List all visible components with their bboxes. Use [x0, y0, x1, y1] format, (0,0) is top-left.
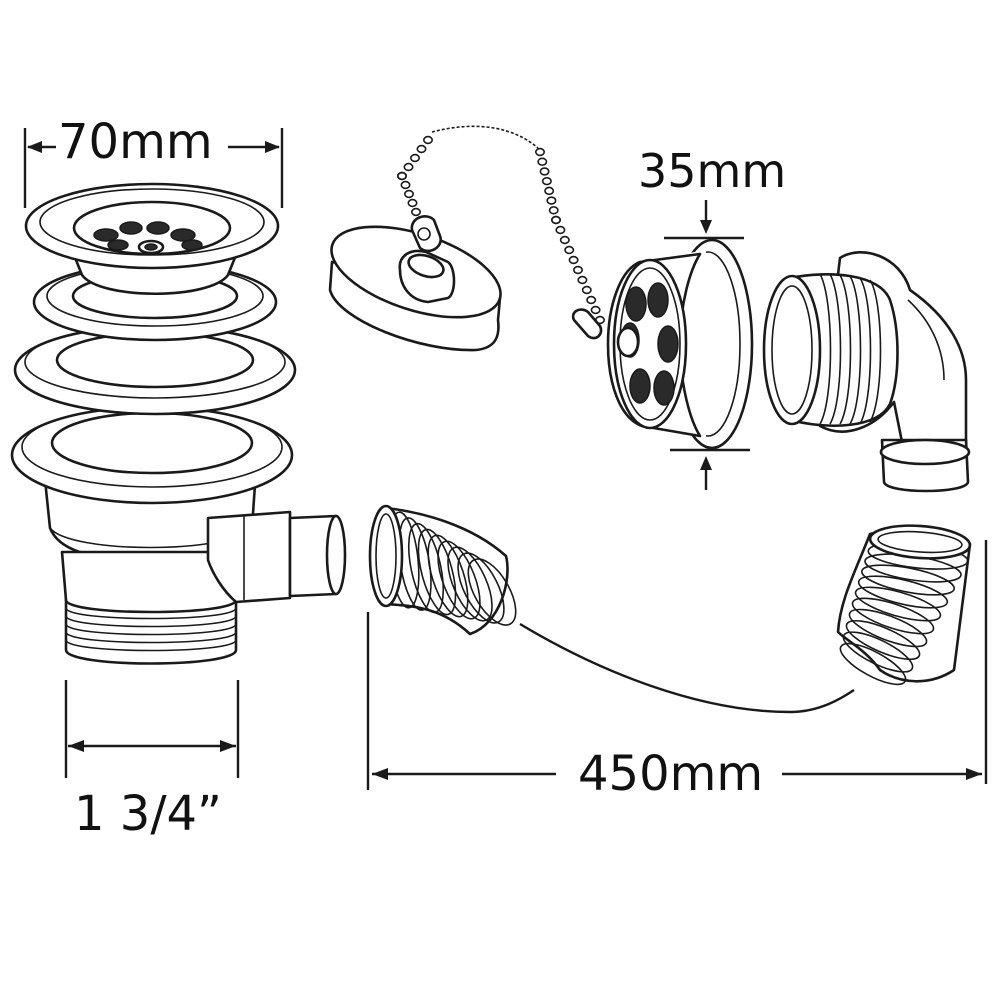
dimension-35mm	[664, 200, 750, 490]
outlet-thread-label: 1 3/4”	[74, 786, 222, 842]
chain-bead	[544, 186, 555, 196]
chain-bead	[586, 295, 597, 305]
chain-bead	[581, 285, 592, 295]
overflow-outlet-label: 35mm	[638, 144, 787, 198]
dimension-450mm	[366, 540, 988, 790]
hose-ring	[861, 564, 955, 596]
washer	[13, 324, 297, 416]
chain-bead	[555, 225, 566, 235]
hose-ring	[854, 586, 942, 622]
chain-bead	[548, 206, 559, 215]
chain-bead	[539, 167, 550, 176]
bath-plug	[328, 215, 502, 352]
chain-bead	[416, 144, 427, 154]
chain-bead	[572, 265, 583, 275]
overflow-faceplate	[571, 238, 754, 450]
dimension-70mm	[23, 128, 284, 208]
chain-bead	[568, 255, 579, 265]
hose-ring	[417, 528, 457, 616]
chain-bead	[534, 147, 545, 157]
chain-bead	[541, 176, 552, 186]
chain-bead	[422, 135, 433, 145]
hose-ring	[842, 631, 914, 673]
chain-bead	[559, 235, 570, 245]
chain-bead	[407, 198, 418, 208]
hose-ring	[407, 522, 445, 614]
flexible-overflow-hose	[368, 504, 972, 714]
bath-waste-body	[42, 468, 347, 665]
hose-ring	[457, 552, 505, 624]
chain-bead	[550, 215, 561, 225]
hose-ring	[839, 642, 907, 686]
chain-bead	[403, 162, 414, 172]
chain-bead	[537, 157, 548, 166]
strainer-grid	[24, 182, 280, 296]
chain-bead	[564, 245, 575, 255]
hose-length-label: 450mm	[572, 750, 770, 798]
hose-ring	[437, 540, 481, 620]
strainer-width-label: 70mm	[58, 114, 213, 170]
plug-chain	[396, 125, 605, 325]
chain-bead	[410, 207, 421, 217]
hose-ring	[848, 608, 928, 648]
chain-bead	[403, 189, 414, 199]
dimension-1-3-4-inch	[64, 680, 240, 778]
chain-bead	[590, 305, 601, 315]
chain-bead	[577, 275, 588, 285]
hose-ring	[851, 597, 935, 635]
chain-bead	[409, 153, 420, 163]
chain-bead	[396, 171, 407, 181]
chain-bead	[400, 180, 411, 190]
chain-bead	[546, 196, 557, 205]
overflow-elbow	[762, 250, 971, 493]
flange-lower	[10, 405, 294, 505]
hose-ring	[857, 575, 949, 609]
hose-ring	[427, 534, 469, 618]
hose-ring	[845, 619, 921, 661]
hose-ring	[467, 558, 517, 626]
